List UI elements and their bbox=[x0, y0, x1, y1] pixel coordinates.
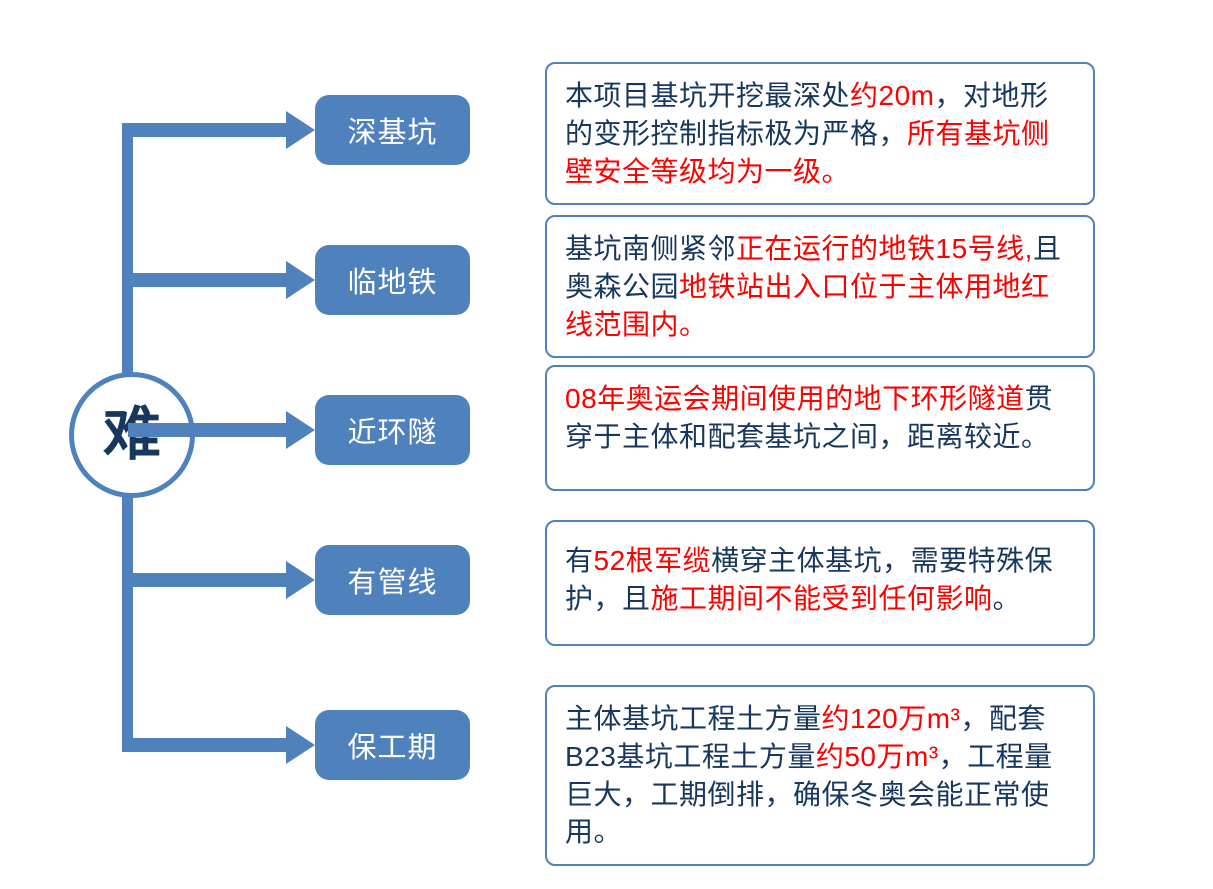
arrow-shaft bbox=[128, 273, 288, 287]
text-segment: ，配套B23基坑工程土方量 bbox=[565, 703, 1046, 772]
arrow-head bbox=[286, 726, 315, 764]
text-segment: 正在运行的地铁15号线, bbox=[736, 233, 1033, 264]
text-segment: 08年奥运会期间使用的地下环形隧道 bbox=[565, 383, 1025, 414]
description-box-pipelines: 有52根军缆横穿主体基坑，需要特殊保护，且施工期间不能受到任何影响。 bbox=[545, 520, 1095, 646]
arrow-shaft bbox=[128, 423, 288, 437]
category-label-text: 保工期 bbox=[347, 732, 438, 764]
category-label-deep-pit: 深基坑 bbox=[315, 95, 470, 165]
category-label-pipelines: 有管线 bbox=[315, 545, 470, 615]
text-segment: 。 bbox=[992, 582, 1022, 614]
description-box-near-ring-tunnel: 08年奥运会期间使用的地下环形隧道贯穿于主体和配套基坑之间，距离较近。 bbox=[545, 365, 1095, 491]
text-segment: 主体基坑工程土方量 bbox=[565, 703, 822, 734]
text-segment: 约20m bbox=[850, 80, 935, 111]
arrow-right-icon bbox=[128, 111, 315, 149]
category-label-text: 近环隧 bbox=[347, 417, 438, 449]
text-segment: 基坑南侧紧邻 bbox=[565, 233, 737, 264]
text-segment: 地铁站出入口位于主体用地红线范围内。 bbox=[565, 270, 1050, 340]
text-segment: 所有基坑侧壁安全等级均为一级。 bbox=[565, 117, 1050, 187]
text-segment: 贯穿于主体和配套基坑之间，距离较近。 bbox=[565, 383, 1054, 452]
arrow-right-icon bbox=[128, 726, 315, 764]
text-segment: 有 bbox=[565, 545, 594, 576]
category-label-text: 临地铁 bbox=[347, 267, 438, 299]
arrow-head bbox=[286, 561, 315, 599]
arrow-head bbox=[286, 261, 315, 299]
text-segment: 本项目基坑开挖最深处 bbox=[565, 80, 851, 111]
text-segment: ，对地形的变形控制指标极为严格， bbox=[565, 80, 1049, 149]
arrow-shaft bbox=[128, 738, 288, 752]
text-segment: 约120万m³ bbox=[821, 703, 961, 734]
arrow-right-icon bbox=[128, 411, 315, 449]
text-segment: 约50万m³ bbox=[815, 740, 939, 772]
text-segment: ，工程量巨大，工期倒排，确保冬奥会能正常使用。 bbox=[565, 740, 1053, 848]
arrow-right-icon bbox=[128, 561, 315, 599]
description-box-near-subway: 基坑南侧紧邻正在运行的地铁15号线,且奥森公园地铁站出入口位于主体用地红线范围内… bbox=[545, 215, 1095, 359]
description-box-schedule: 主体基坑工程土方量约120万m³，配套B23基坑工程土方量约50万m³，工程量巨… bbox=[545, 685, 1095, 867]
arrow-right-icon bbox=[128, 261, 315, 299]
text-segment: 横穿主体基坑，需要特殊保护，且 bbox=[565, 545, 1054, 614]
description-box-deep-pit: 本项目基坑开挖最深处约20m，对地形的变形控制指标极为严格，所有基坑侧壁安全等级… bbox=[545, 62, 1095, 206]
category-label-text: 深基坑 bbox=[347, 117, 438, 149]
category-label-text: 有管线 bbox=[347, 567, 438, 599]
arrow-head bbox=[286, 411, 315, 449]
category-label-schedule: 保工期 bbox=[315, 710, 470, 780]
text-segment: 且奥森公园 bbox=[565, 233, 1062, 302]
category-label-near-ring-tunnel: 近环隧 bbox=[315, 395, 470, 465]
arrow-shaft bbox=[128, 123, 288, 137]
arrow-shaft bbox=[128, 573, 288, 587]
category-label-near-subway: 临地铁 bbox=[315, 245, 470, 315]
text-segment: 施工期间不能受到任何影响 bbox=[650, 582, 993, 614]
text-segment: 52根军缆 bbox=[593, 545, 712, 576]
arrow-head bbox=[286, 111, 315, 149]
